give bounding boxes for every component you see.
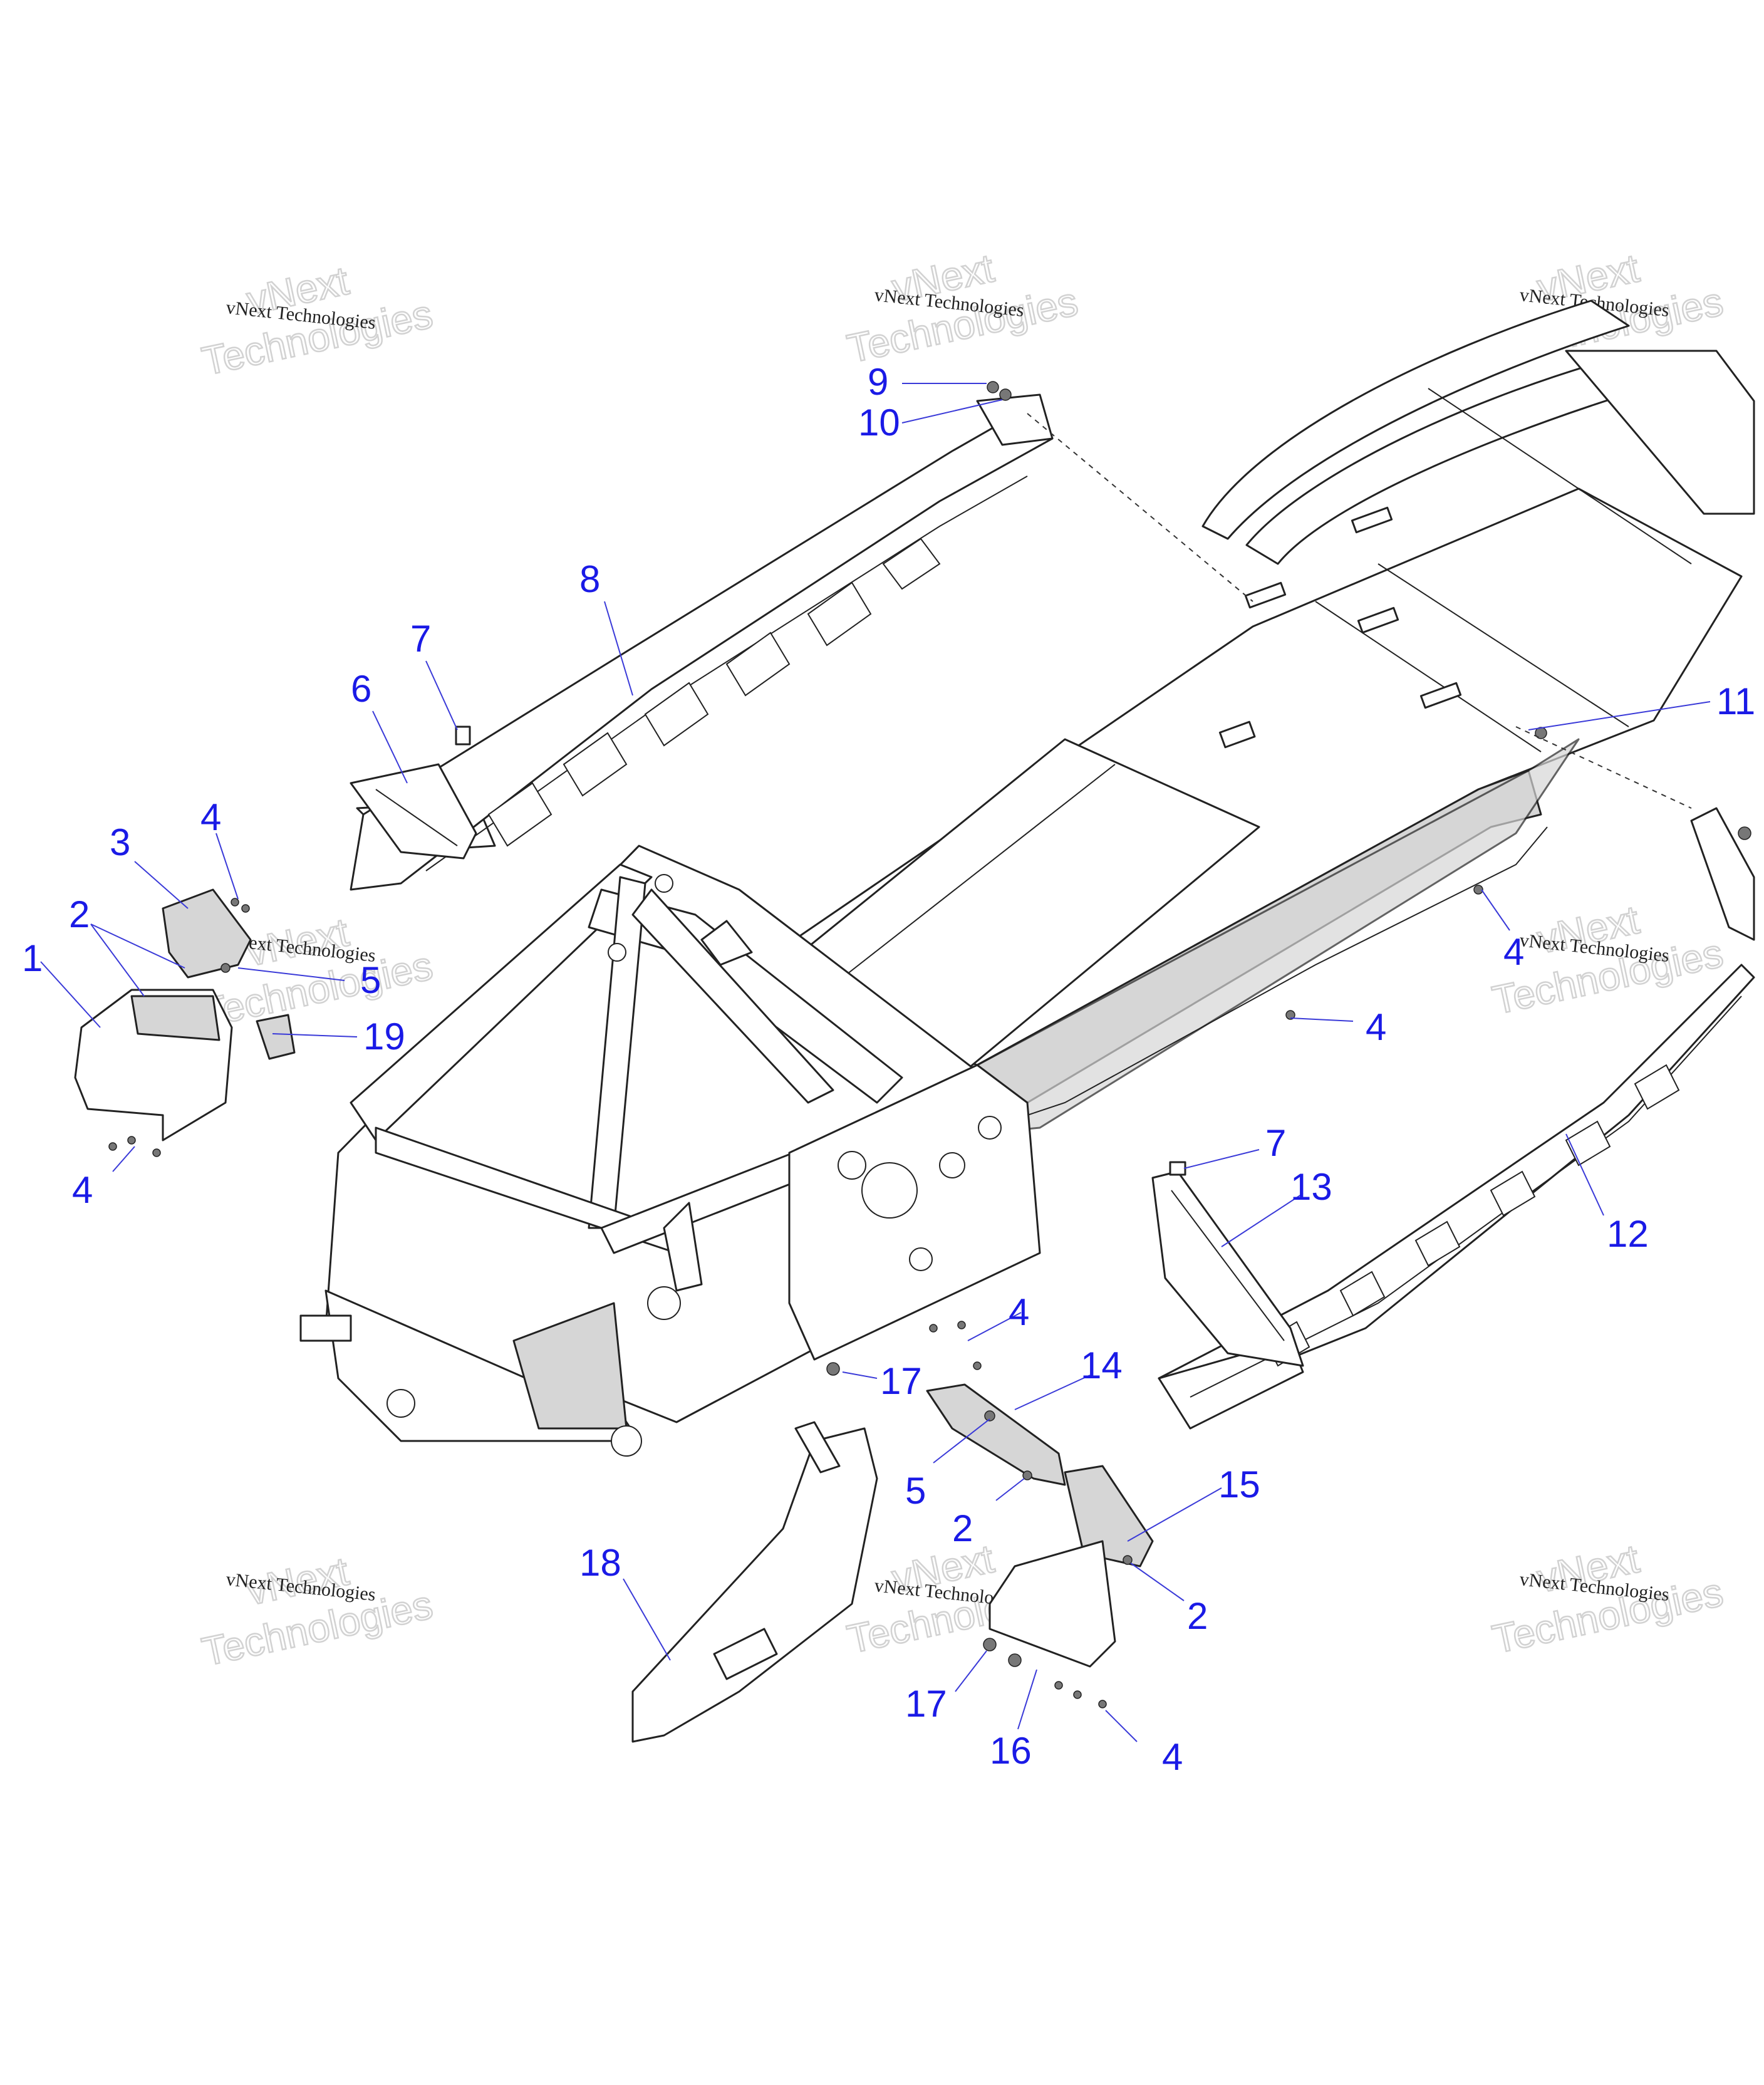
callout-4-bottom-left: 4 [72,1169,93,1211]
callout-3: 3 [110,821,130,863]
callout-5-center: 5 [905,1470,926,1512]
small-parts [74,381,1751,1743]
leader-lines [40,383,1711,1742]
callout-2-right: 2 [1187,1595,1208,1637]
callout-19: 19 [363,1016,405,1058]
callout-7-right: 7 [1265,1122,1286,1164]
callout-10: 10 [858,402,900,444]
callout-15: 15 [1218,1464,1260,1505]
callout-4-bottom-right: 4 [1162,1736,1183,1778]
callout-5-left: 5 [360,959,381,1001]
right-footrest-assembly [1151,807,1755,1430]
callout-8: 8 [579,558,600,600]
callout-11: 11 [1716,680,1755,722]
callout-4-center: 4 [1009,1291,1029,1333]
callout-4-tunnel: 4 [1366,1006,1386,1048]
callout-12: 12 [1607,1213,1649,1255]
callout-16: 16 [990,1730,1032,1772]
callout-4-right-upper: 4 [1503,931,1524,973]
callout-14: 14 [1081,1344,1123,1386]
callout-7-top: 7 [410,618,431,660]
callout-17-upper: 17 [880,1360,922,1402]
callout-6: 6 [351,668,371,710]
callout-4-top-left: 4 [200,796,221,838]
callout-17-lower: 17 [905,1683,947,1725]
callout-labels: 1 2 3 4 4 5 19 6 7 8 9 10 11 4 4 7 13 12… [22,361,1755,1778]
callout-13: 13 [1290,1166,1332,1208]
callout-9: 9 [868,361,888,403]
main-chassis [299,299,1755,1457]
left-footrest-assembly [350,393,1054,891]
callout-18: 18 [579,1542,621,1584]
callout-1: 1 [22,937,43,979]
callout-2-left: 2 [69,893,90,935]
callout-2-center: 2 [952,1507,973,1549]
